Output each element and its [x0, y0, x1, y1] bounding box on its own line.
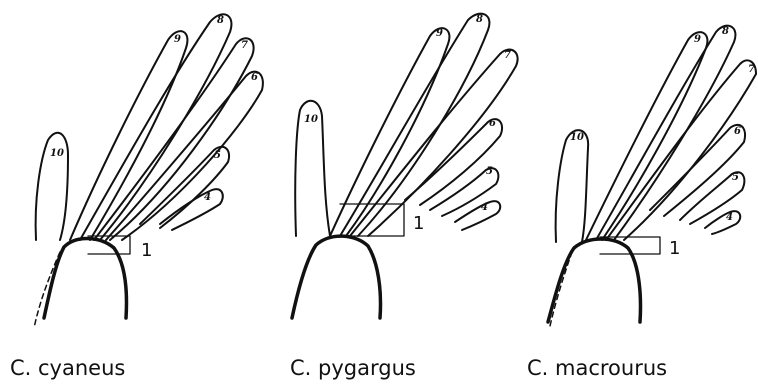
feather-9 [586, 32, 707, 240]
label-7: 7 [748, 64, 755, 75]
label-9: 9 [694, 34, 701, 45]
measure-label: 1 [141, 240, 152, 261]
label-5: 5 [214, 150, 221, 161]
label-9: 9 [174, 34, 181, 45]
label-4: 4 [204, 192, 211, 203]
feather-6 [106, 72, 263, 240]
label-6: 6 [251, 72, 258, 83]
feather-7 [606, 60, 756, 240]
feather-9 [330, 28, 449, 236]
wing-c-pygargus [292, 14, 518, 318]
label-10: 10 [50, 148, 64, 159]
label-8: 8 [217, 15, 224, 26]
wing-c-macrourus [548, 26, 756, 326]
label-8: 8 [722, 26, 729, 37]
feather-10 [556, 130, 589, 242]
caption-c-pygargus: C. pygargus [290, 356, 416, 380]
feather-6 [405, 119, 502, 205]
label-7: 7 [241, 40, 248, 51]
label-5: 5 [486, 166, 493, 177]
feather-7 [94, 38, 254, 240]
measure-label: 1 [413, 213, 424, 234]
feather-4 [705, 211, 740, 234]
caption-c-macrourus: C. macrourus [527, 356, 667, 380]
label-9: 9 [436, 28, 443, 39]
caption-c-cyaneus: C. cyaneus [10, 356, 125, 380]
wing-c-cyaneus [34, 14, 263, 328]
dashed-edge [550, 252, 572, 326]
label-10: 10 [304, 114, 318, 125]
label-4: 4 [726, 212, 733, 223]
label-6: 6 [734, 126, 741, 137]
label-10: 10 [570, 132, 584, 143]
label-4: 4 [481, 202, 488, 213]
label-7: 7 [504, 50, 511, 61]
wing-base-arc [292, 236, 381, 318]
feather-9 [70, 31, 187, 240]
label-6: 6 [489, 118, 496, 129]
wing-base-arc [44, 238, 127, 318]
measure-label: 1 [669, 238, 680, 259]
label-5: 5 [732, 172, 739, 183]
label-8: 8 [476, 14, 483, 25]
